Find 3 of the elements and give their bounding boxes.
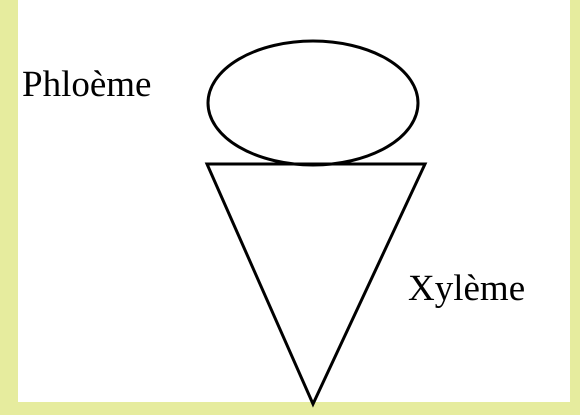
oval-outline bbox=[206, 40, 420, 166]
part-label: Phloème bbox=[22, 66, 152, 103]
part-label: Xylème bbox=[408, 270, 526, 307]
